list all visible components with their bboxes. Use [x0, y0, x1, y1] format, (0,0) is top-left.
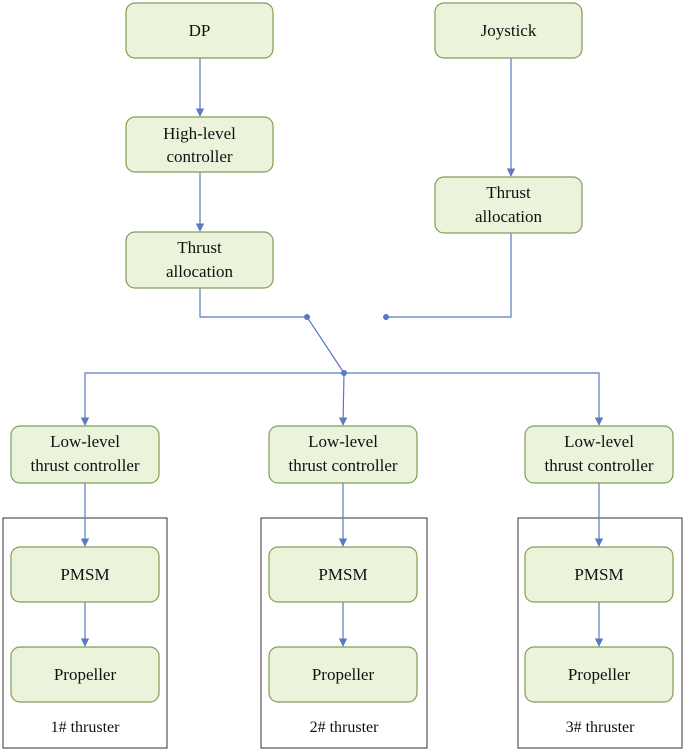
- node-propeller-1-label: Propeller: [54, 665, 117, 684]
- node-pmsm-1: PMSM: [10, 546, 160, 603]
- node-allocation-right-line1: Thrust: [486, 183, 531, 202]
- node-joystick-label: Joystick: [481, 21, 537, 40]
- node-low-level-3-line2: thrust controller: [544, 456, 653, 475]
- node-thrust-allocation-right: Thrust allocation: [434, 176, 583, 234]
- node-low-level-2-line2: thrust controller: [288, 456, 397, 475]
- node-low-level-1: Low-level thrust controller: [10, 425, 160, 484]
- node-allocation-left-line2: allocation: [166, 262, 234, 281]
- node-joystick: Joystick: [434, 2, 583, 59]
- node-low-level-1-line1: Low-level: [50, 432, 120, 451]
- node-low-level-2: Low-level thrust controller: [268, 425, 418, 484]
- node-propeller-1: Propeller: [10, 646, 160, 703]
- node-propeller-3: Propeller: [524, 646, 674, 703]
- node-low-level-3-line1: Low-level: [564, 432, 634, 451]
- node-pmsm-2: PMSM: [268, 546, 418, 603]
- thruster-3-frame: [517, 517, 683, 749]
- bus-right-branch: [344, 372, 604, 426]
- node-low-level-2-line1: Low-level: [308, 432, 378, 451]
- node-dp: DP: [125, 2, 274, 59]
- node-low-level-1-line2: thrust controller: [30, 456, 139, 475]
- thruster-2-frame: [260, 517, 428, 749]
- node-high-level-label-line2: controller: [166, 147, 232, 166]
- bus-center-branch: [338, 372, 348, 426]
- node-pmsm-1-label: PMSM: [60, 565, 109, 584]
- node-pmsm-3-label: PMSM: [574, 565, 623, 584]
- node-propeller-2: Propeller: [268, 646, 418, 703]
- bus-left-branch: [80, 372, 344, 426]
- connector-right-allocation-to-switch: [386, 233, 512, 318]
- connector-left-allocation-to-switch: [199, 288, 307, 318]
- node-pmsm-2-label: PMSM: [318, 565, 367, 584]
- node-allocation-left-line1: Thrust: [177, 238, 222, 257]
- node-thrust-allocation-left: Thrust allocation: [125, 231, 274, 289]
- switch-contact-right: [383, 314, 389, 320]
- switch-lever: [306, 316, 345, 374]
- thruster-3-caption: 3# thruster: [566, 719, 636, 736]
- node-low-level-3: Low-level thrust controller: [524, 425, 674, 484]
- node-high-level-label-line1: High-level: [163, 124, 236, 143]
- node-allocation-right-line2: allocation: [475, 207, 543, 226]
- node-high-level-controller: High-level controller: [125, 116, 274, 173]
- thruster-1-caption: 1# thruster: [51, 719, 121, 736]
- switch-contact-left: [304, 314, 310, 320]
- connectors: [80, 58, 604, 647]
- node-dp-label: DP: [189, 21, 211, 40]
- node-propeller-3-label: Propeller: [568, 665, 631, 684]
- node-pmsm-3: PMSM: [524, 546, 674, 603]
- switch-pivot: [341, 370, 347, 376]
- thruster-2-caption: 2# thruster: [310, 719, 380, 736]
- node-propeller-2-label: Propeller: [312, 665, 375, 684]
